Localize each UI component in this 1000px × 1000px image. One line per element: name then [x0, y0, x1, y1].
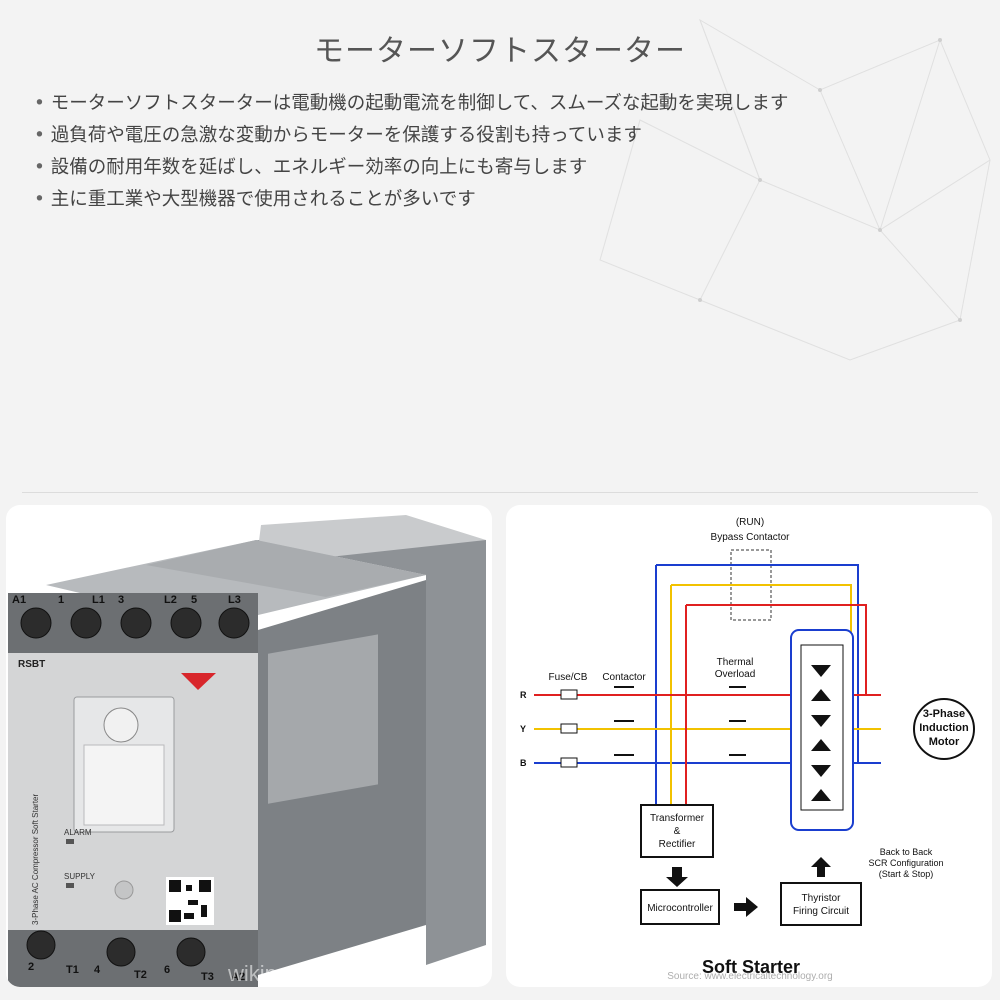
scr-box [790, 629, 854, 831]
watermark: wikipedia.org [227, 961, 356, 986]
page-title: モーターソフトスターター [314, 34, 686, 69]
transformer-label: Transformer [650, 813, 705, 824]
fuse-icon [560, 757, 578, 768]
scr-label: (Start & Stop) [879, 869, 934, 879]
phase-label-r: R [520, 690, 527, 700]
thyristor-icon [811, 665, 831, 677]
terminal-label: T2 [134, 969, 147, 981]
scr-label: SCR Configuration [868, 858, 943, 868]
thyristor-label: Firing Circuit [793, 906, 849, 917]
thyristor-label: Thyristor [802, 893, 842, 904]
soft-starter-photo: A1 1 L1 3 L2 5 L3 RSBT 3-Phase AC Compre… [6, 505, 492, 987]
alarm-label: ALARM [64, 828, 92, 837]
soft-starter-circuit-diagram: (RUN) Bypass Contactor Fuse/CB Contactor… [506, 505, 992, 987]
bullet-item: 主に重工業や大型機器で使用されることが多いです [34, 184, 788, 216]
terminal-label: L2 [164, 594, 177, 606]
qr-code-icon [166, 877, 214, 925]
phase-label-y: Y [520, 724, 526, 734]
diagram-source: Source: www.electricaltechnology.org [667, 971, 832, 982]
background-network-decoration [599, 18, 991, 361]
thermal-label: Thermal [717, 657, 754, 668]
transformer-label: Rectifier [659, 839, 696, 850]
run-label: (RUN) [736, 517, 764, 528]
motor-label: 3-Phase [923, 708, 965, 720]
diagram-caption: Soft Starter [702, 957, 800, 977]
contactor-label: Contactor [602, 672, 646, 683]
transformer-box [640, 804, 714, 858]
alarm-led-icon [66, 839, 74, 844]
bullet-list: モーターソフトスターターは電動機の起動電流を制御して、スムーズな起動を実現します… [34, 88, 789, 216]
bypass-contactor-label: Bypass Contactor [711, 532, 791, 543]
terminal-label: A2 [231, 971, 245, 983]
phase-label-b: B [520, 758, 527, 768]
thyristor-icon [811, 765, 831, 777]
terminal-label: 5 [191, 594, 197, 606]
thyristor-icon [811, 739, 831, 751]
fuse-icon [560, 689, 578, 700]
terminal-label: 3 [118, 594, 124, 606]
arrow-up-icon [811, 857, 831, 877]
divider [22, 492, 978, 493]
scr-label: Back to Back [880, 847, 933, 857]
transformer-label: & [674, 826, 681, 837]
terminal-label: 2 [28, 961, 34, 973]
terminal-label: L1 [92, 594, 105, 606]
thyristor-icon [811, 689, 831, 701]
terminal-label: 6 [164, 964, 170, 976]
motor-label: Induction [919, 722, 969, 734]
thyristor-icon [811, 789, 831, 801]
terminal-label: L3 [228, 594, 241, 606]
arrow-down-icon [666, 867, 688, 887]
terminal-label: 4 [94, 964, 101, 976]
supply-label: SUPPLY [64, 872, 96, 881]
adjustment-dial-icon [103, 707, 139, 743]
brand-logo-icon [181, 673, 216, 690]
bullet-item: モーターソフトスターターは電動機の起動電流を制御して、スムーズな起動を実現します [34, 88, 789, 120]
bullet-item: 設備の耐用年数を延ばし、エネルギー効率の向上にも寄与します [34, 152, 788, 184]
model-label: RSBT [18, 659, 45, 670]
terminal-label: T3 [201, 971, 214, 983]
microcontroller-box [640, 889, 720, 925]
terminal-label: T1 [66, 964, 79, 976]
bullet-item: 過負荷や電圧の急激な変動からモーターを保護する役割も持っています [34, 120, 788, 152]
product-vertical-label: 3-Phase AC Compressor Soft Starter [31, 794, 40, 926]
microcontroller-label: Microcontroller [647, 903, 713, 914]
supply-led-icon [66, 883, 74, 888]
terminal-label: A1 [12, 594, 26, 606]
overload-label: Overload [715, 669, 756, 680]
thyristor-icon [811, 715, 831, 727]
fuse-label: Fuse/CB [549, 672, 588, 683]
terminal-label: 1 [58, 594, 64, 606]
arrow-right-icon [734, 897, 758, 917]
motor-icon [913, 698, 975, 760]
thyristor-firing-box [780, 882, 862, 926]
fuse-icon [560, 723, 578, 734]
motor-label: Motor [929, 736, 960, 748]
